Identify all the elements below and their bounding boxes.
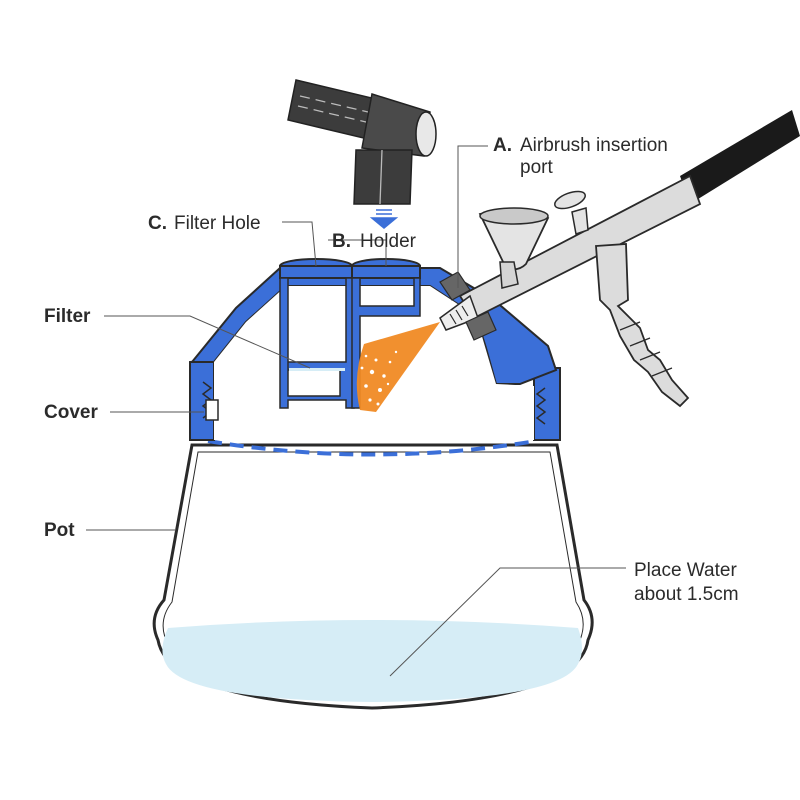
- holder-stem: [353, 149, 413, 205]
- leader-airbrush-port: [457, 145, 488, 288]
- label-c-text: Filter Hole: [174, 213, 261, 234]
- down-arrow-icon: [369, 209, 399, 230]
- air-valve: [595, 243, 690, 408]
- holder-lens: [415, 111, 437, 157]
- spray-speckles: [360, 350, 398, 406]
- paint-cup-rim: [479, 207, 549, 225]
- labels: A. Airbrush insertion port C. Filter Hol…: [44, 135, 739, 605]
- label-a-line1: Airbrush insertion: [520, 135, 668, 156]
- leader-filter: [104, 315, 311, 369]
- nozzle-rings: [449, 305, 469, 325]
- filter-pad: [289, 368, 345, 371]
- holder-arm-dash: [297, 95, 369, 123]
- label-pot: Pot: [44, 520, 75, 541]
- paint-cup-stem: [499, 261, 519, 289]
- label-filter: Filter: [44, 306, 91, 327]
- holder-piece: [287, 79, 437, 230]
- filter-frame: [279, 277, 355, 409]
- cover-right-band: [533, 367, 561, 441]
- leader-lines: [86, 145, 626, 677]
- holder-stem-line: [379, 149, 383, 205]
- holder-tube: [351, 265, 421, 279]
- label-b-text: Holder: [360, 231, 417, 252]
- trigger-cap: [554, 190, 586, 210]
- label-c-letter: C.: [148, 213, 167, 234]
- dashed-water-line: [207, 439, 537, 457]
- spray-fill: [356, 322, 440, 412]
- label-b-letter: B.: [332, 231, 351, 252]
- leader-holder: [328, 239, 387, 266]
- label-cover: Cover: [44, 402, 98, 423]
- valve-ridges: [619, 321, 673, 377]
- spray-cone: [356, 322, 440, 412]
- insertion-port-upper: [439, 271, 471, 301]
- water: [162, 620, 582, 702]
- insertion-port-lower: [465, 311, 497, 341]
- filter-hole-tube: [279, 265, 353, 279]
- filter-holder-assembly: [279, 258, 421, 409]
- hose: [680, 110, 800, 204]
- pot: [152, 439, 594, 710]
- holder-frame: [351, 277, 421, 409]
- label-a-line2: port: [520, 157, 553, 178]
- leader-water: [389, 567, 626, 677]
- label-water-line2: about 1.5cm: [634, 584, 739, 605]
- label-a-letter: A.: [493, 135, 512, 156]
- label-water-line1: Place Water: [634, 560, 737, 581]
- cover-right-thread: [535, 387, 547, 425]
- cover-left-tab: [205, 399, 219, 421]
- leader-filter-hole: [282, 221, 317, 267]
- airbrush: [439, 110, 800, 408]
- trigger: [571, 207, 589, 235]
